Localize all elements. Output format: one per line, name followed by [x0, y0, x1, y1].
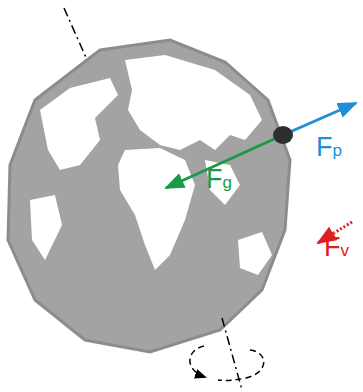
mass-point: [273, 126, 293, 144]
rotation-axis: [64, 8, 88, 62]
force-label: Fg: [206, 166, 232, 193]
resultant-arrow: [334, 222, 352, 233]
force-label: Fp: [316, 134, 342, 161]
rotation-arrow: [218, 350, 264, 380]
centrifugal-arrow: [283, 103, 356, 135]
force-label: Fv: [324, 234, 349, 261]
earth-globe: [8, 40, 290, 352]
continents: [30, 55, 272, 275]
rotation-arrow: [190, 346, 205, 377]
